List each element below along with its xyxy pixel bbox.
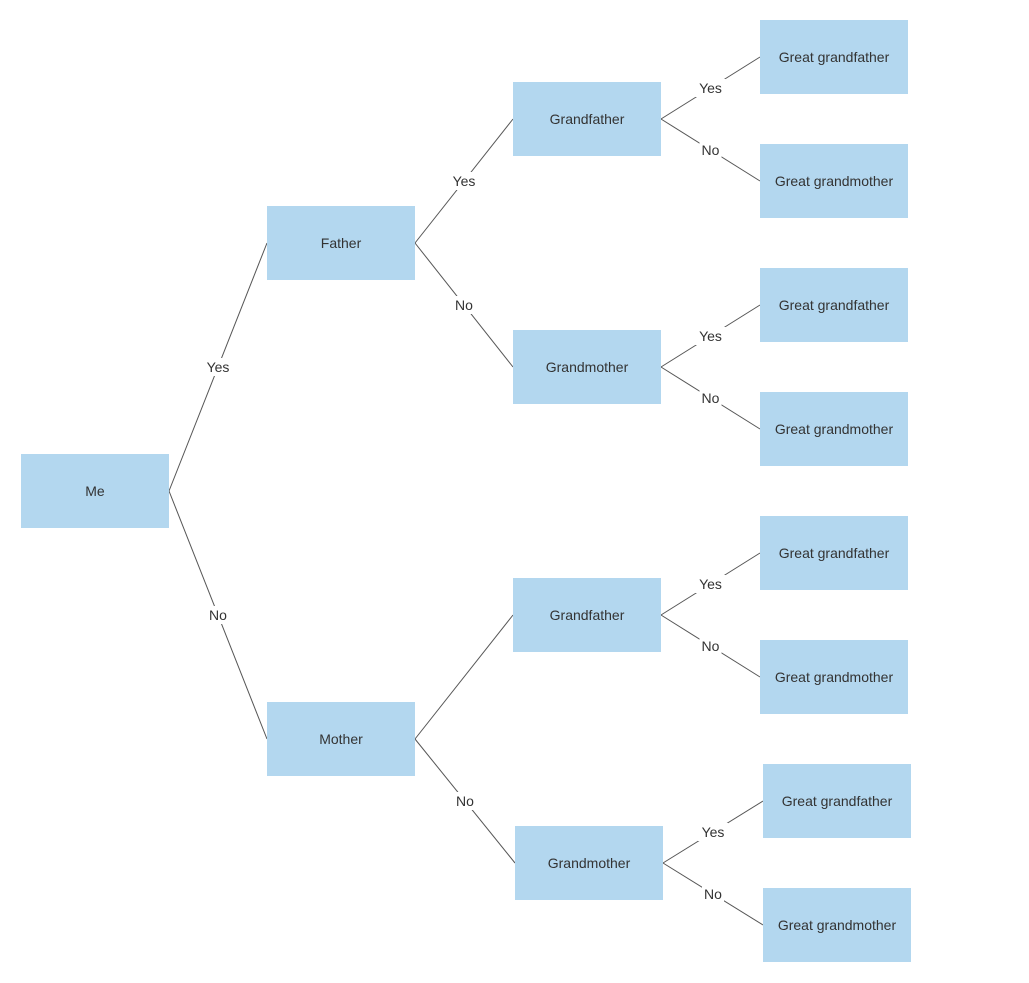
node-label: Great grandfather [779,49,890,65]
edge-label-background [695,79,726,97]
edge-label-group: Yes [695,79,726,97]
node-mmgm: Great grandmother [763,888,911,962]
edge-label: No [209,607,227,623]
edge-label-background [695,327,726,345]
node-box [760,640,908,714]
node-label: Me [85,483,105,499]
edge-label: No [704,886,722,902]
edge-label-background [203,358,233,376]
node-fmgf: Great grandfather [760,268,908,342]
edge-label-group: Yes [449,172,479,190]
node-box [515,826,663,900]
nodes-layer: MeFatherMotherGrandfatherGrandmotherGran… [21,20,911,962]
node-box [513,330,661,404]
node-mfgm: Great grandmother [760,640,908,714]
edge-label-background [702,885,724,903]
edge-label: Yes [699,576,722,592]
node-box [21,454,169,528]
edge-label-background [449,172,479,190]
node-me: Me [21,454,169,528]
node-m-grandfather: Grandfather [513,578,661,652]
node-box [760,144,908,218]
edge-label-group: No [454,792,476,810]
node-f-grandfather: Grandfather [513,82,661,156]
node-mfgf: Great grandfather [760,516,908,590]
edge-label: No [702,638,720,654]
node-box [763,888,911,962]
edge-label: Yes [702,824,725,840]
edge-label-group: Yes [695,575,726,593]
edge-label: No [456,793,474,809]
node-father: Father [267,206,415,280]
edge-label: No [702,142,720,158]
edge-label-group: No [699,637,722,655]
edge-label-group: Yes [695,327,726,345]
node-label: Great grandfather [779,545,890,561]
node-fmgm: Great grandmother [760,392,908,466]
edge-label: Yes [207,359,230,375]
node-box [267,702,415,776]
node-box [267,206,415,280]
edge-label: No [455,297,473,313]
node-box [763,764,911,838]
node-label: Mother [319,731,363,747]
node-label: Great grandmother [775,173,894,189]
node-label: Grandmother [548,855,631,871]
node-label: Great grandmother [775,421,894,437]
node-box [513,82,661,156]
edge-label-group: Yes [203,358,233,376]
node-ffgm: Great grandmother [760,144,908,218]
edge-label: Yes [699,328,722,344]
edge-label-group: No [699,389,722,407]
node-label: Grandmother [546,359,629,375]
node-mother: Mother [267,702,415,776]
edge-label-group: No [699,141,722,159]
node-box [513,578,661,652]
edge-label-background [695,575,726,593]
node-ffgf: Great grandfather [760,20,908,94]
edge-label: Yes [699,80,722,96]
node-mmgf: Great grandfather [763,764,911,838]
edge-label-group: Yes [698,823,728,841]
edge-label-background [698,823,728,841]
edge-label-background [454,792,476,810]
edge-label-group: No [207,606,229,624]
node-f-grandmother: Grandmother [513,330,661,404]
edge-label-background [699,637,722,655]
edge-mother-to-m-grandfather [414,614,514,740]
node-box [760,268,908,342]
edge-label-background [699,141,722,159]
node-label: Grandfather [550,111,625,127]
node-label: Great grandmother [775,669,894,685]
edge-label: No [702,390,720,406]
edge-label-background [207,606,229,624]
edge-label-group: No [702,885,724,903]
node-box [760,20,908,94]
node-label: Grandfather [550,607,625,623]
edge-label-group: No [453,296,475,314]
node-label: Great grandfather [779,297,890,313]
edge-label-background [453,296,475,314]
node-m-grandmother: Grandmother [515,826,663,900]
node-label: Father [321,235,362,251]
edge-label-background [699,389,722,407]
node-box [760,516,908,590]
edge-label: Yes [453,173,476,189]
node-box [760,392,908,466]
node-label: Great grandfather [782,793,893,809]
node-label: Great grandmother [778,917,897,933]
